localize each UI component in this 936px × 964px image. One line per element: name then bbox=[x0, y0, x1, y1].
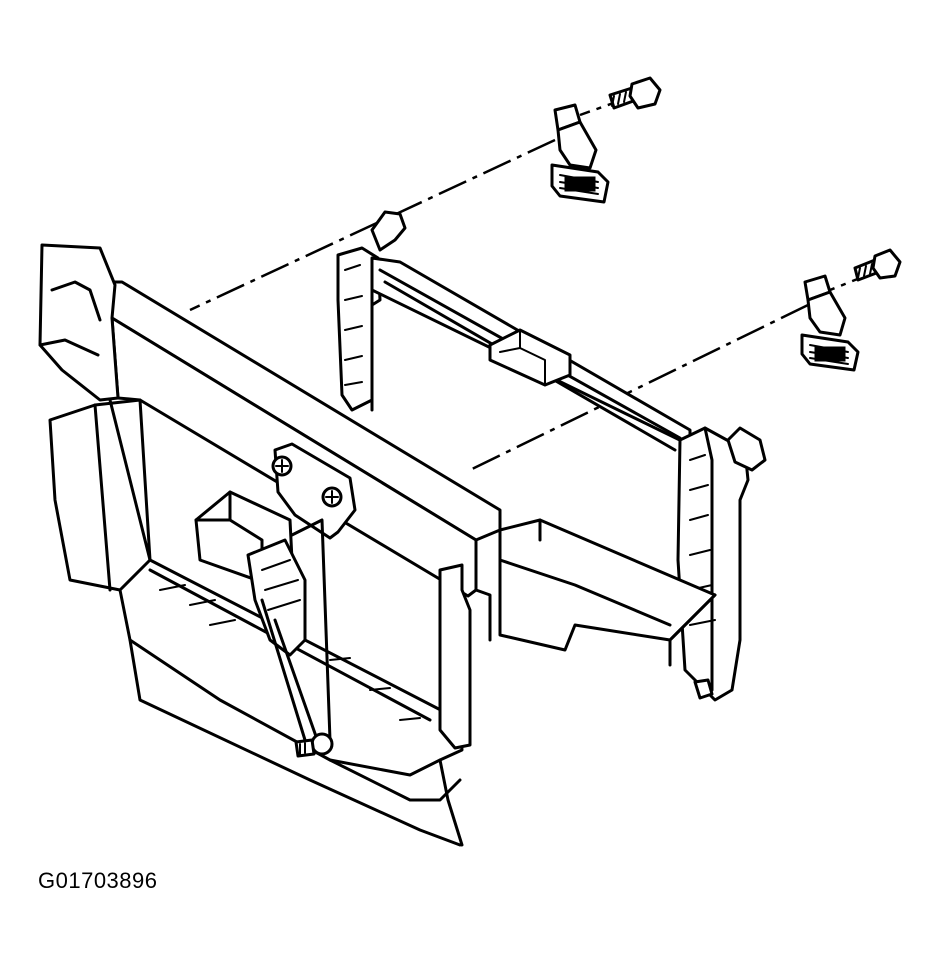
radiator-support bbox=[38, 243, 717, 847]
upper-bolt-icon bbox=[608, 76, 662, 110]
figure-code: G01703896 bbox=[38, 868, 158, 893]
lower-insulator-bracket bbox=[800, 274, 860, 372]
lower-bolt-icon bbox=[853, 248, 902, 282]
upper-insulator-bracket bbox=[550, 103, 610, 204]
radiator bbox=[336, 210, 767, 702]
latch-assembly bbox=[194, 442, 357, 758]
frame-edge bbox=[438, 758, 464, 847]
